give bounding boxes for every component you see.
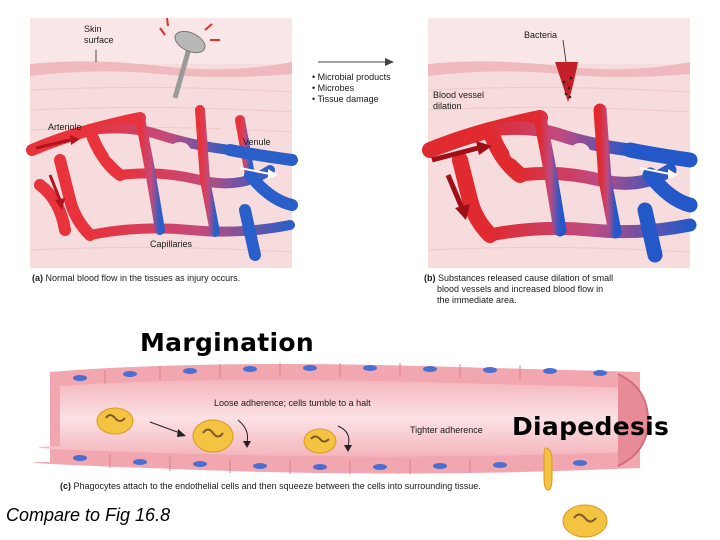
panel-c-caption-letter: (c)	[60, 481, 71, 491]
phagocyte-cells	[96, 407, 608, 538]
skin-label-line1: Skin	[84, 24, 102, 34]
panel-a-skin-layer	[30, 61, 292, 77]
dilation-label-line2: dilation	[433, 101, 462, 111]
dilation-label-line1: Blood vessel	[433, 90, 485, 100]
skin-label-line2: surface	[84, 35, 114, 45]
transition-arrow	[318, 58, 394, 66]
panel-c-caption-text: Phagocytes attach to the endothelial cel…	[73, 481, 481, 491]
panel-b-caption-text1: Substances released cause dilation of sm…	[438, 273, 614, 283]
bacteria-icon	[562, 76, 573, 99]
panel-a-venule	[224, 144, 298, 261]
loose-adherence-label: Loose adherence; cells tumble to a halt	[214, 398, 371, 408]
panel-c-caption: (c) Phagocytes attach to the endothelial…	[60, 481, 481, 492]
tighter-adherence-label: Tighter adherence	[410, 425, 483, 435]
motion-arrows	[149, 419, 350, 447]
middle-item-2: • Microbes	[312, 83, 355, 93]
panel-a-flow-arrows	[35, 135, 278, 210]
panel-a-epidermis	[30, 18, 292, 64]
nail-icon	[159, 17, 220, 99]
vessel-lumen	[38, 379, 631, 457]
panel-a-caption-text: Normal blood flow in the tissues as inju…	[45, 273, 241, 283]
endothelial-nuclei	[73, 365, 607, 470]
capillaries-label: Capillaries	[150, 239, 193, 249]
panel-b-venule	[622, 142, 698, 263]
footnote: Compare to Fig 16.8	[6, 505, 171, 525]
venule-label: Venule	[243, 137, 271, 147]
diapedesis-title: Diapedesis	[512, 412, 670, 441]
panel-a-caption-letter: (a)	[32, 273, 43, 283]
panel-a-caption: (a) Normal blood flow in the tissues as …	[32, 273, 240, 284]
panel-c	[33, 363, 650, 538]
panel-a	[26, 17, 298, 268]
middle-item-3: • Tissue damage	[312, 94, 379, 104]
panel-b-flow-arrows	[431, 141, 678, 220]
panel-b-caption-line3: the immediate area.	[437, 295, 517, 305]
arteriole-label: Arteriole	[48, 122, 82, 132]
panel-b-epidermis	[428, 18, 690, 64]
bacteria-label: Bacteria	[524, 30, 558, 40]
panel-b-caption-line2: blood vessels and increased blood flow i…	[437, 284, 604, 294]
panel-b	[422, 18, 698, 268]
margination-title: Margination	[140, 328, 315, 357]
panel-b-caption-line1: (b) Substances released cause dilation o…	[424, 273, 613, 284]
panel-b-caption-letter: (b)	[424, 273, 436, 283]
diapedesis-cell	[543, 447, 553, 491]
middle-item-1: • Microbial products	[312, 72, 391, 82]
phagocyte-in-tissue	[562, 504, 608, 538]
wound-icon	[555, 62, 578, 102]
